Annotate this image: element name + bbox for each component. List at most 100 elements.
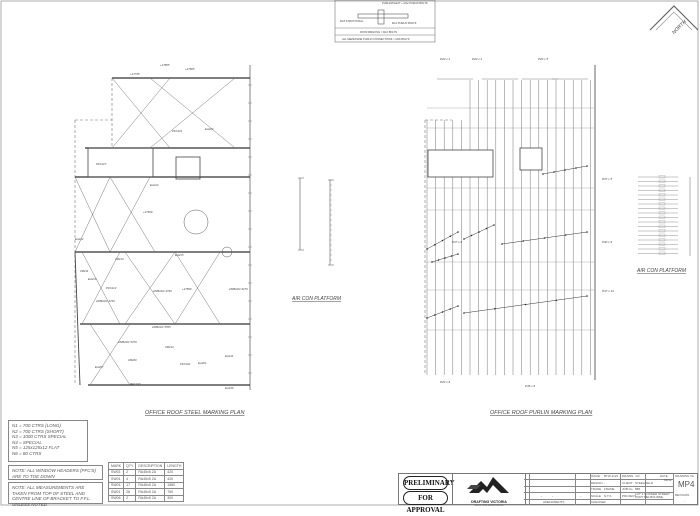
steel-label: PFC230: [130, 382, 141, 386]
approval-stamp: FOR APPROVAL: [403, 491, 448, 514]
field-value-date: 02/12: [664, 478, 672, 482]
steel-label: PFC227: [96, 162, 107, 166]
brace: [124, 251, 176, 325]
purlin-label: P20 x 2: [440, 57, 451, 61]
purlin-tag: [658, 197, 666, 201]
field-value-drawn: J.R: [635, 474, 640, 478]
bolt-dot: [564, 169, 566, 171]
callout: M12 PURLIN BOLTS: [392, 21, 417, 25]
legend-item: N4 = SPECIAL: [12, 439, 42, 445]
logo-icon: [467, 477, 509, 493]
table-cell: 300: [164, 494, 185, 502]
bolt-dot: [586, 295, 588, 297]
aircon-left-title: AIR CON PLATFORM: [291, 296, 342, 302]
air-con-platforms: [298, 175, 691, 266]
purlin-tag: [658, 229, 666, 233]
bolt-dot: [493, 224, 495, 226]
bolt-dot: [444, 257, 446, 259]
field-value-trade: FRAME: [604, 487, 615, 491]
brace: [174, 251, 221, 325]
bolt-dot: [586, 165, 588, 167]
steel-label: EA211: [225, 354, 234, 358]
note-window-headers: NOTE: ALL WINDOW HEADERS (PFC'S) ARE TO …: [8, 465, 103, 480]
bolt-dot: [457, 253, 459, 255]
field-label-revision: REVISION: [675, 493, 690, 497]
callout: PURLIN/CLEAT + M12 PURLIN BOLTS: [382, 1, 428, 5]
brace: [109, 176, 156, 253]
grid-line: [529, 473, 530, 505]
bolt-dot: [431, 261, 433, 263]
drawing-number: MP4: [678, 480, 695, 489]
steel-label: PFC221: [172, 129, 183, 133]
company-sub: DRAFTING & DETAILING: [474, 504, 504, 507]
field-value-design: -: [604, 481, 605, 485]
brace: [81, 251, 121, 325]
steel-label: UB211: [80, 269, 89, 273]
legend-item: N3 = 1000 CTRS SPECIAL: [12, 434, 67, 440]
sheet-border: [0, 0, 699, 506]
purlin-label: P20 x 2: [472, 57, 483, 61]
brace: [111, 77, 171, 149]
grid-line: [524, 486, 673, 487]
bolt-dot: [564, 234, 567, 236]
purlin-tag: [658, 233, 666, 237]
brace: [109, 176, 151, 253]
steel-label: +17480: [143, 210, 153, 214]
steel-label: +17865: [185, 67, 195, 71]
bolt-dot: [543, 237, 546, 239]
purlin-label: P47 x 13: [602, 289, 614, 293]
north-arrow-icon: NORTH: [649, 5, 699, 36]
note-measurements: NOTE: ALL MEASUREMENTS ARE TAKEN FROM TO…: [8, 482, 103, 507]
bolt-dot: [457, 305, 459, 307]
grid-line: [673, 473, 674, 505]
bolt-dot: [501, 243, 503, 245]
bolt-dot: [426, 317, 428, 319]
field-value-project: LOT 2 CORNER STREET PORT MELBOURNE: [635, 492, 670, 500]
title-block: [398, 473, 698, 505]
column: [74, 251, 81, 386]
purlin-label: P47 x 6: [452, 240, 463, 244]
detail-circle: [221, 246, 233, 258]
callout: M16 STRUCTURAL: [340, 19, 364, 23]
bolt-dot: [478, 231, 480, 233]
steel-label: UB214: [165, 345, 174, 349]
purlin-plan-title: OFFICE ROOF PURLIN MARKING PLAN: [490, 410, 592, 416]
steel-label: EA201: [198, 361, 207, 365]
grid-line: [645, 473, 646, 505]
detail-note: ALL MEZZANINE PURLIN CONNECTIONS = M16 B…: [341, 37, 410, 41]
rev-cell: -: [552, 493, 554, 498]
purlin-tag: [658, 179, 666, 183]
aircon-right-title: AIR CON PLATFORM: [636, 268, 687, 274]
field-label-drawing-no: DRAWING No: [675, 474, 695, 478]
field-label-scale: SCALE: [591, 494, 601, 498]
purlin-tag: [658, 215, 666, 219]
bolt-dot: [463, 312, 465, 314]
bolt-dot: [426, 248, 428, 250]
preliminary-stamp: PRELIMINARY: [403, 476, 455, 490]
purlin-tag: [658, 206, 666, 210]
field-label-job: JOB No: [622, 487, 633, 491]
steel-label: EA207: [95, 365, 104, 369]
brace: [74, 176, 111, 253]
grid-line: [620, 473, 621, 505]
legend-item: N1 = 700 CTRS (LONG): [12, 423, 61, 428]
steel-label: +17860: [182, 287, 192, 291]
steel-label: +17735: [130, 72, 140, 76]
purlin-label: P40 x 6: [602, 240, 613, 244]
field-label-drawn: DRAWN: [622, 474, 634, 478]
steel-label: 2/RB20/1 4740: [95, 299, 115, 303]
purlin-tag: [658, 211, 666, 215]
steel-label: PFC202: [180, 362, 191, 366]
steel-label: +17865: [160, 63, 170, 67]
purlin-tag: [658, 247, 666, 251]
field-label-project: PROJECT: [622, 494, 637, 498]
steel-label: 2/RB20/1 5470: [117, 340, 137, 344]
table-cell: 2: [123, 494, 137, 502]
legend-item: N2 = 700 CTRS (SHORT): [12, 428, 64, 434]
steel-label: UB209: [128, 358, 137, 362]
revision-value: -: [684, 499, 685, 503]
